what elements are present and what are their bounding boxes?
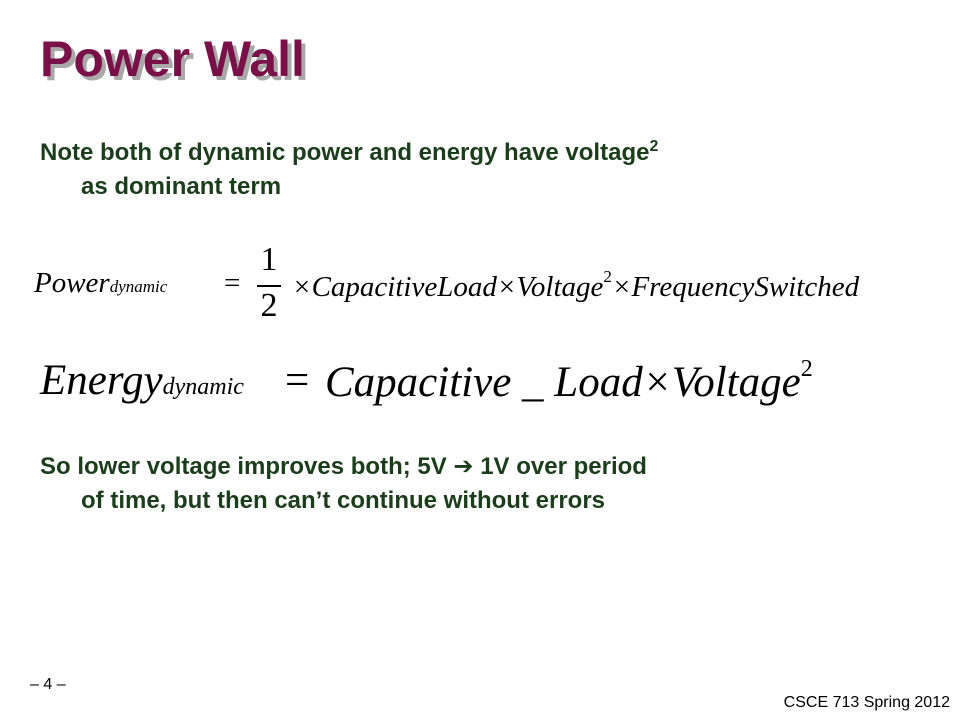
bullet-text-part2: 1V over period: [480, 453, 647, 480]
bullet-text: Note both of dynamic power and energy ha…: [40, 139, 650, 166]
formula-lhs: Powerdynamic: [34, 267, 168, 299]
course-label: CSCE 713 Spring 2012: [783, 694, 950, 711]
bullet-voltage-dominant: Note both of dynamic power and energy ha…: [40, 136, 900, 204]
superscript-2: 2: [649, 138, 659, 155]
formula-lhs-subscript: dynamic: [162, 374, 244, 400]
formula-exponent: 2: [800, 356, 813, 382]
formula-equals: =: [285, 357, 310, 404]
formula-equals: =: [224, 267, 241, 299]
page-number: – 4 –: [30, 676, 66, 693]
formula-lhs: Energydynamic: [40, 357, 244, 404]
bullet-text-continuation: as dominant term: [81, 173, 282, 200]
formula-exponent: 2: [603, 267, 612, 286]
bullet-text: So lower voltage improves both; 5V: [40, 453, 447, 480]
fraction-denominator: 2: [260, 287, 278, 324]
bullet-text-continuation: of time, but then can’t continue without…: [81, 487, 606, 514]
right-arrow-icon: ➔: [453, 453, 474, 480]
slide-title: Power Wall: [40, 31, 305, 87]
fraction-bar: [257, 285, 281, 287]
fraction-numerator: 1: [260, 241, 278, 278]
bullet-lower-voltage: So lower voltage improves both; 5V ➔ 1V …: [40, 450, 900, 518]
formula-rhs: ×CapacitiveLoad×Voltage2×FrequencySwitch…: [292, 267, 860, 303]
formula-lhs-subscript: dynamic: [109, 277, 168, 296]
formula-rhs: Capacitive _ Load×Voltage2: [325, 356, 813, 406]
